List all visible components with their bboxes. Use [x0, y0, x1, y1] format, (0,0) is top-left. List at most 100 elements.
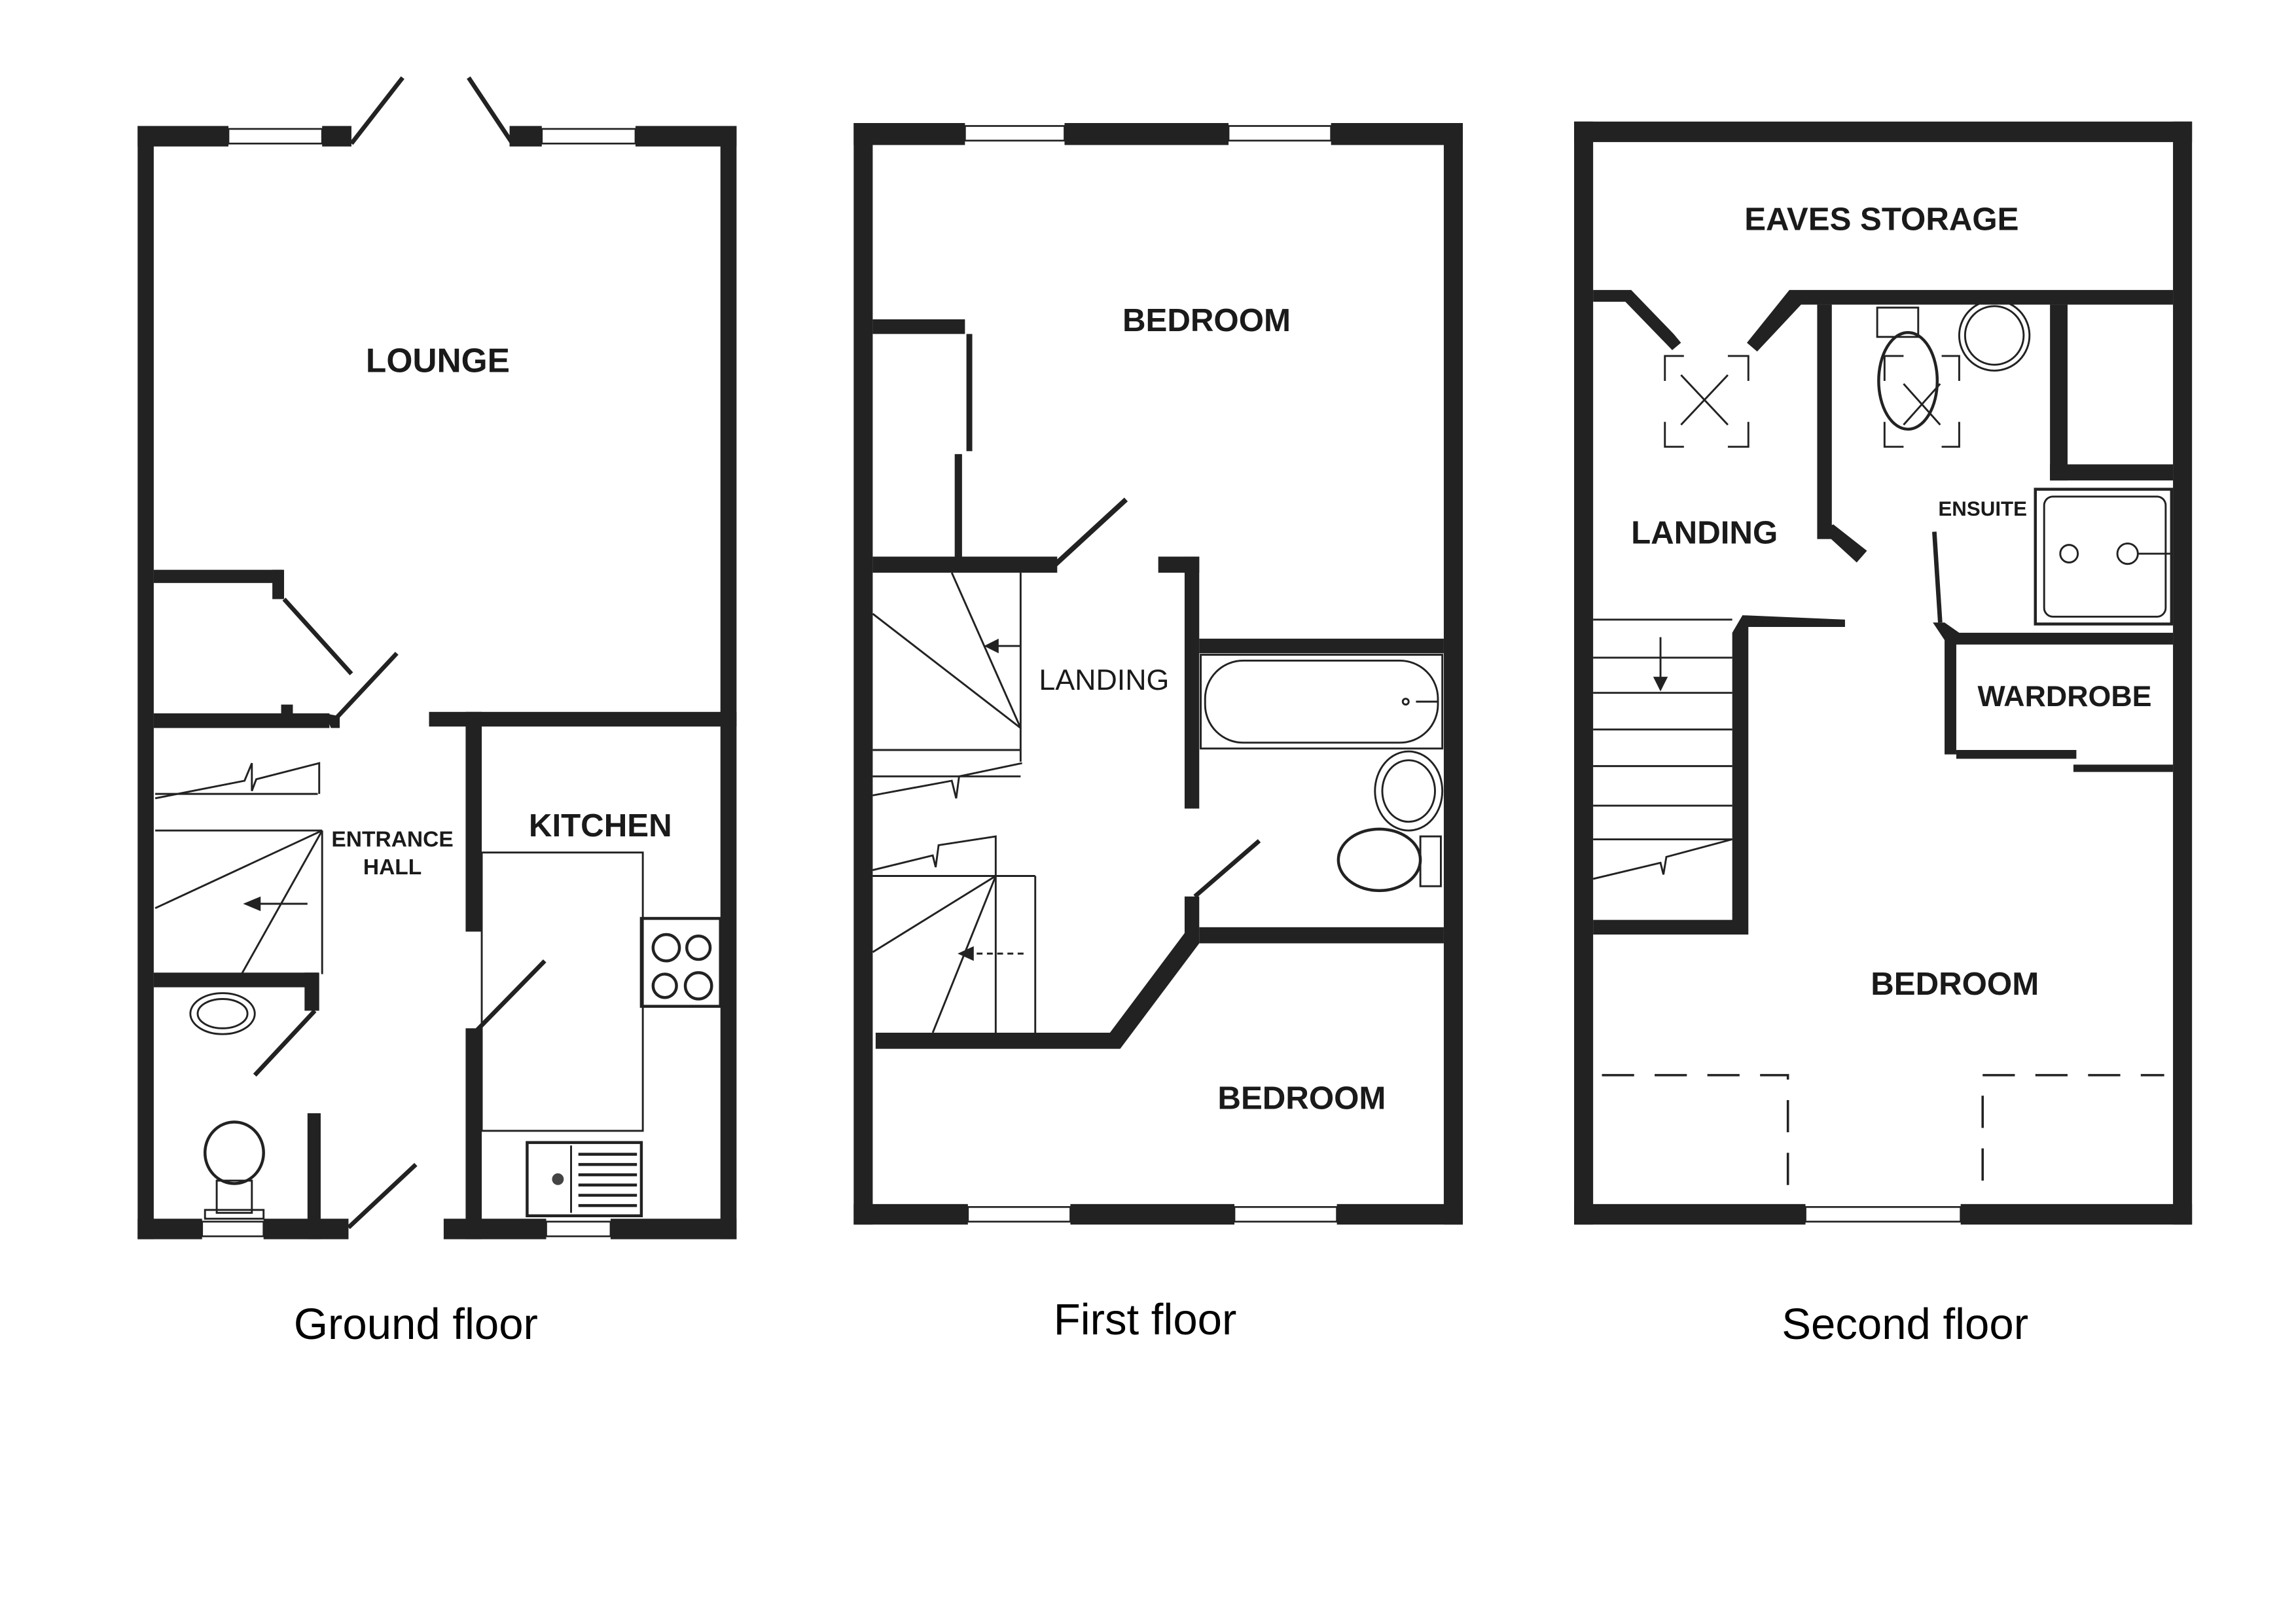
hob-icon [639, 917, 722, 1008]
ensuite-door [1932, 531, 1943, 623]
toilet-icon [1876, 306, 1939, 431]
wall [509, 126, 542, 147]
wall [853, 123, 965, 145]
first-floor-plan: BEDROOM LANDING BEDROOM First floor [853, 123, 1463, 1344]
kitchen-door [475, 959, 547, 1031]
wall [1747, 290, 2174, 352]
wall [153, 713, 330, 728]
wall [1064, 123, 1229, 145]
wall [322, 126, 351, 147]
skylight-icon [1883, 355, 1960, 448]
basin-icon [1374, 750, 1444, 832]
wall [153, 972, 318, 988]
wall [1331, 123, 1463, 145]
room-label-lounge: LOUNGE [366, 342, 510, 380]
room-label-wardrobe: WARDROBE [1978, 680, 2152, 713]
basin-icon [189, 992, 256, 1035]
wall [2173, 121, 2193, 1225]
room-label-eaves-storage: EAVES STORAGE [1744, 201, 2018, 237]
wall [465, 1028, 482, 1240]
wall [281, 704, 293, 717]
wall [1817, 304, 1832, 539]
room-label-bedroom: BEDROOM [1871, 966, 2039, 1002]
wall [853, 123, 873, 1225]
wall [443, 1219, 547, 1240]
bathroom-door [1193, 839, 1261, 899]
stairs-arrow-icon [984, 638, 999, 654]
bath-icon [1200, 654, 1444, 750]
floor-caption-ground: Ground floor [294, 1300, 538, 1349]
wall [1199, 638, 1444, 654]
wall [2050, 304, 2068, 481]
stairs-arrow-icon [243, 896, 261, 912]
wall [1199, 927, 1444, 944]
eaves-line [1602, 1074, 1789, 1198]
staircase [872, 572, 1037, 1033]
bedroom-door [1052, 497, 1128, 567]
wc-door [253, 1009, 317, 1077]
wall [1070, 1204, 1234, 1225]
wall [304, 972, 319, 1011]
lounge-door [332, 651, 399, 722]
window [1227, 125, 1332, 142]
window [967, 1205, 1071, 1223]
room-label-entrance: ENTRANCE [331, 828, 453, 852]
wall [954, 454, 962, 565]
toilet-icon [1336, 827, 1442, 893]
window [227, 128, 323, 145]
wall [966, 334, 973, 452]
eaves-line [1981, 1074, 2164, 1181]
wall [307, 1113, 321, 1240]
room-label-ensuite: ENSUITE [1938, 497, 2027, 520]
wall [1593, 615, 1845, 935]
wall [1443, 123, 1463, 1225]
wall [1956, 749, 2077, 759]
wall [853, 1204, 968, 1225]
wall [875, 896, 1200, 1049]
window [964, 125, 1066, 142]
wall [2050, 464, 2174, 481]
skylight-icon [1664, 355, 1749, 448]
staircase [154, 762, 323, 975]
wall [1933, 622, 2174, 755]
toilet-icon [203, 1120, 265, 1220]
wall [872, 319, 965, 334]
room-label-bedroom: BEDROOM [1217, 1080, 1386, 1116]
wall [137, 1219, 202, 1240]
wall [429, 711, 737, 727]
room-label-kitchen: KITCHEN [529, 808, 672, 844]
cupboard-door [282, 597, 353, 675]
sink-icon [526, 1141, 643, 1217]
window [545, 1221, 612, 1238]
window [541, 128, 637, 145]
window [1804, 1205, 1962, 1223]
room-label-landing: LANDING [1039, 664, 1169, 696]
window [201, 1221, 265, 1238]
wall [635, 126, 737, 147]
room-label-hall: HALL [363, 855, 422, 880]
wall [263, 1219, 349, 1240]
wall [137, 126, 229, 147]
door [350, 76, 404, 145]
stairs-arrow-icon [1653, 677, 1668, 692]
wall [1593, 290, 1681, 350]
basin-icon [1958, 299, 2031, 372]
front-door [347, 1162, 418, 1230]
window [1233, 1205, 1338, 1223]
wall [1960, 1204, 2193, 1225]
wall [1574, 1204, 1806, 1225]
staircase [1592, 618, 1733, 880]
second-floor-plan: EAVES STORAGE LANDING ENSUITE WARDROBE B… [1574, 121, 2193, 1349]
wall [2073, 764, 2174, 772]
wall [1184, 556, 1200, 809]
wall [872, 556, 1058, 573]
stairs-arrow-icon [958, 946, 974, 961]
wall [1336, 1204, 1463, 1225]
wall [137, 126, 154, 1240]
door [467, 76, 514, 145]
shower-icon [2034, 488, 2174, 626]
wall [465, 711, 482, 932]
wall [720, 126, 737, 1240]
wall [1574, 121, 1594, 1225]
